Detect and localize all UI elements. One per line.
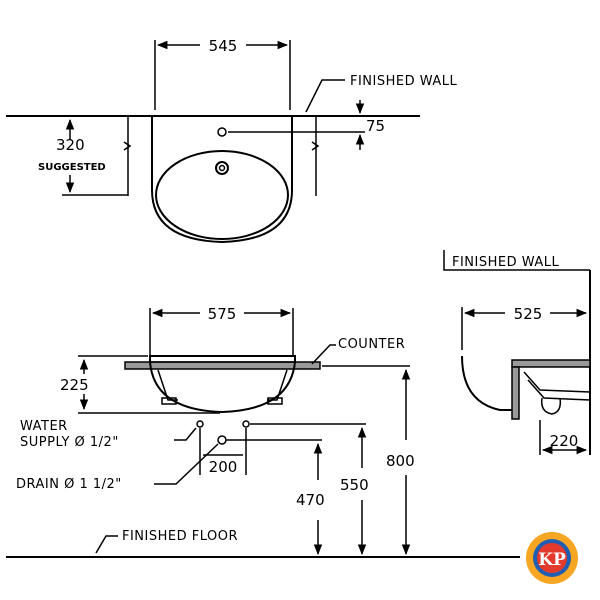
counter-slab: [124, 361, 321, 370]
water-supply-leader: [174, 427, 197, 441]
counter-label: COUNTER: [338, 337, 405, 352]
drain-label: DRAIN Ø 1 1/2": [16, 477, 122, 492]
dim-200-label: 200: [209, 458, 238, 476]
drain-leader: [154, 443, 219, 485]
top-wall-leader: [305, 79, 345, 113]
drain-point: [217, 435, 227, 445]
top-drain-hole: [215, 161, 229, 175]
top-bowl-ellipse: [155, 150, 289, 240]
dim-220-label: 220: [550, 432, 579, 450]
dim-575-label: 575: [208, 305, 237, 323]
dim-550-label: 550: [340, 476, 369, 494]
tap-hole: [217, 127, 227, 137]
dim-470-label: 470: [296, 491, 325, 509]
top-break-right: [311, 141, 320, 151]
top-drain-inner: [218, 164, 226, 172]
water-supply-point-left: [196, 420, 204, 428]
front-clamp-foot-left: [161, 397, 177, 405]
front-clamp-right: [267, 369, 288, 401]
front-basin-bowl: [149, 355, 296, 414]
dim-320-label: 320: [56, 136, 85, 154]
water-supply-point-right: [242, 420, 250, 428]
top-finished-wall-label: FINISHED WALL: [350, 74, 458, 89]
counter-leader: [311, 344, 336, 365]
side-trap-bend: [540, 397, 562, 415]
finished-floor-leader: [95, 535, 118, 554]
side-counter-apron: [511, 366, 520, 420]
logo-text: KP: [538, 550, 566, 570]
suggested-label: SUGGESTED: [38, 162, 106, 173]
dim-800-label: 800: [386, 452, 415, 470]
side-basin-profile: [461, 355, 512, 411]
finished-floor-label: FINISHED FLOOR: [122, 529, 238, 544]
front-view: 575 COUNTER 225 WATER SUPPLY Ø 1/2" DRAI…: [6, 305, 520, 558]
logo-inner-circle: [537, 543, 567, 573]
top-break-left: [123, 141, 132, 151]
water-supply-label-line2: SUPPLY Ø 1/2": [20, 435, 119, 450]
kp-logo: KP: [526, 532, 578, 584]
side-view: FINISHED WALL 525 220: [443, 250, 591, 455]
side-trap-upper: [523, 371, 591, 393]
top-view: FINISHED WALL 545 75 320 SUGGESTED: [6, 37, 458, 244]
side-finished-wall-label: FINISHED WALL: [452, 255, 560, 270]
top-basin-rim: [151, 116, 293, 244]
side-wall-label-line: [443, 250, 590, 271]
dim-545-label: 545: [209, 37, 238, 55]
dim-525-label: 525: [514, 305, 543, 323]
dim-75-label: 75: [366, 117, 385, 135]
side-counter-slab: [511, 359, 591, 368]
front-clamp-left: [157, 369, 178, 401]
side-trap-lower: [527, 379, 591, 401]
water-supply-label-line1: WATER: [20, 419, 68, 434]
dim-225-label: 225: [60, 376, 89, 394]
front-clamp-foot-right: [267, 397, 283, 405]
